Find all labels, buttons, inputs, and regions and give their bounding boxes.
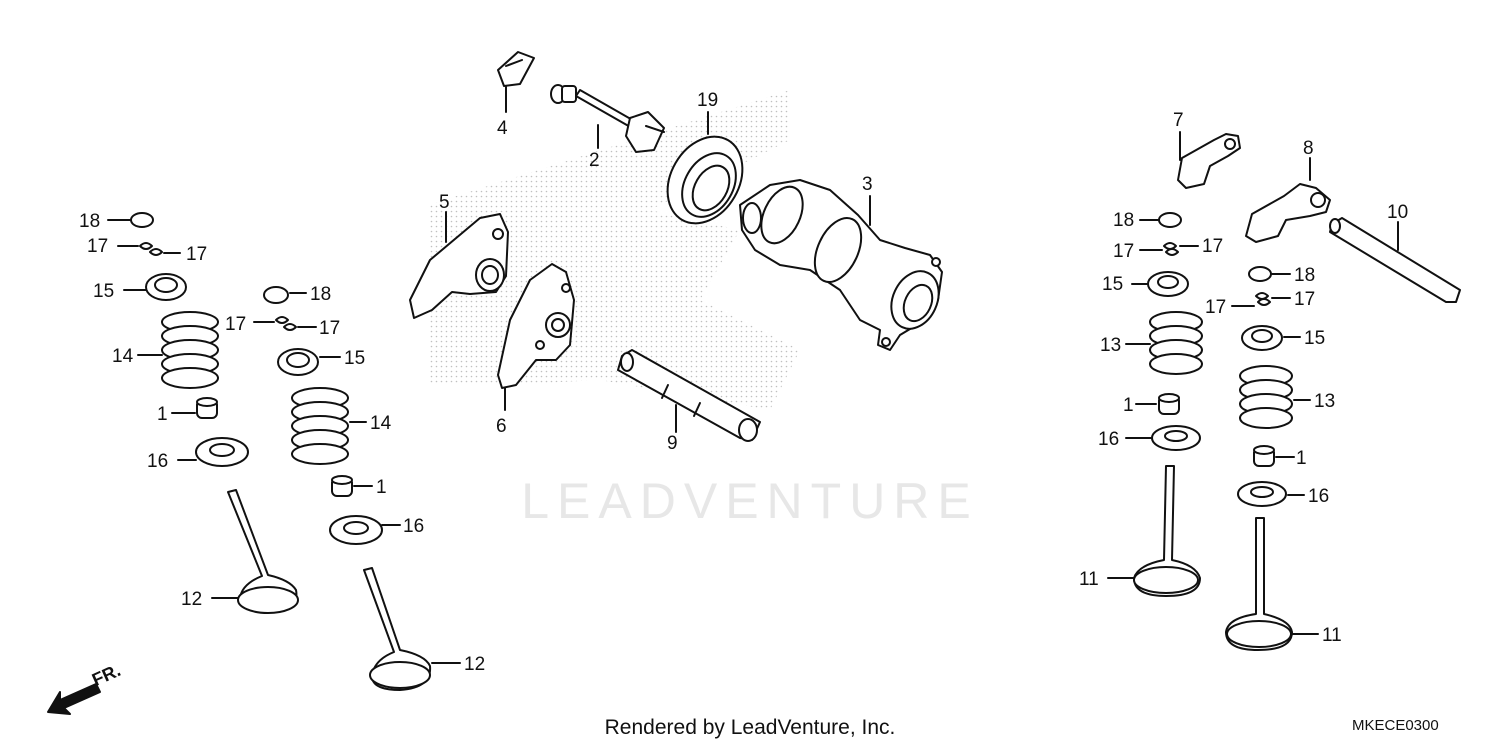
callout-3: 3 bbox=[862, 174, 873, 195]
part-16-seat-left-lower[interactable] bbox=[329, 515, 401, 545]
callout-17-left-upper-a: 17 bbox=[87, 236, 108, 257]
part-7-rocker-arm[interactable] bbox=[1177, 131, 1241, 189]
watermark: LEADVENTURE bbox=[521, 473, 979, 529]
callout-12-left-lower: 12 bbox=[464, 654, 485, 675]
callout-11-right-lower: 11 bbox=[1322, 625, 1342, 646]
part-1-seal-left-lower[interactable] bbox=[331, 475, 373, 497]
callout-15-right-upper: 15 bbox=[1102, 274, 1123, 295]
part-16-seat-right-upper[interactable] bbox=[1125, 425, 1201, 451]
callout-4: 4 bbox=[497, 118, 508, 139]
callout-14-left-lower: 14 bbox=[370, 413, 392, 434]
callout-8: 8 bbox=[1303, 138, 1314, 159]
callout-5: 5 bbox=[439, 192, 450, 213]
callout-17-right-lower-a: 17 bbox=[1205, 297, 1226, 318]
part-17-cotter-left-lower[interactable] bbox=[253, 316, 317, 331]
part-15-retainer-right-upper[interactable] bbox=[1131, 271, 1189, 297]
callout-17-right-upper-a: 17 bbox=[1113, 241, 1134, 262]
part-14-spring-left-lower[interactable] bbox=[291, 387, 367, 465]
callout-15-right-lower: 15 bbox=[1304, 328, 1325, 349]
part-14-spring-left-upper[interactable] bbox=[137, 311, 219, 389]
part-12-valve-left-lower[interactable] bbox=[363, 567, 461, 691]
part-1-seal-left-upper[interactable] bbox=[171, 397, 218, 419]
part-15-retainer-left-upper[interactable] bbox=[123, 273, 187, 301]
callout-12-left-upper: 12 bbox=[181, 589, 202, 610]
callout-16-right-upper: 16 bbox=[1098, 429, 1119, 450]
part-18-cap-right-lower[interactable] bbox=[1248, 266, 1291, 282]
callout-18-right-upper: 18 bbox=[1113, 210, 1134, 231]
callout-14-left-upper: 14 bbox=[112, 346, 134, 367]
callout-16-right-lower: 16 bbox=[1308, 486, 1329, 507]
rendered-by-footer: Rendered by LeadVenture, Inc. bbox=[604, 716, 896, 739]
callout-10: 10 bbox=[1387, 202, 1408, 223]
callout-2: 2 bbox=[589, 150, 600, 171]
part-16-seat-left-upper[interactable] bbox=[177, 437, 249, 467]
callout-18-left-lower: 18 bbox=[310, 284, 331, 305]
callout-13-right-upper: 13 bbox=[1100, 335, 1121, 356]
callout-6: 6 bbox=[496, 416, 507, 437]
callout-15-left-lower: 15 bbox=[344, 348, 365, 369]
part-4-pin[interactable] bbox=[497, 51, 535, 113]
callout-18-right-lower: 18 bbox=[1294, 265, 1315, 286]
front-direction-arrow bbox=[47, 683, 101, 715]
callout-16-left-lower: 16 bbox=[403, 516, 424, 537]
part-5-rocker-arm[interactable] bbox=[409, 211, 509, 319]
callout-1-right-upper: 1 bbox=[1123, 395, 1134, 416]
part-1-seal-right-upper[interactable] bbox=[1135, 393, 1180, 415]
part-15-retainer-left-lower[interactable] bbox=[277, 348, 341, 376]
callout-9: 9 bbox=[667, 433, 678, 454]
callout-17-left-lower-b: 17 bbox=[319, 318, 340, 339]
callout-17-left-upper-b: 17 bbox=[186, 244, 207, 265]
callout-17-left-lower-a: 17 bbox=[225, 314, 246, 335]
callout-1-left-upper: 1 bbox=[157, 404, 168, 425]
callout-1-left-lower: 1 bbox=[376, 477, 387, 498]
part-1-seal-right-lower[interactable] bbox=[1253, 445, 1295, 467]
part-15-retainer-right-lower[interactable] bbox=[1241, 325, 1301, 351]
part-6-rocker-arm[interactable] bbox=[497, 263, 575, 411]
callout-18-left-upper: 18 bbox=[79, 211, 100, 232]
part-12-valve-left-upper[interactable] bbox=[211, 489, 299, 614]
part-17-cotter-right-upper[interactable] bbox=[1139, 242, 1199, 256]
callout-7: 7 bbox=[1173, 110, 1184, 131]
diagram-id: MKECE0300 bbox=[1352, 717, 1439, 734]
part-11-valve-right-upper[interactable] bbox=[1107, 465, 1201, 597]
part-9-rocker-shaft[interactable] bbox=[617, 349, 761, 442]
part-13-spring-right-upper[interactable] bbox=[1125, 311, 1203, 375]
part-17-cotter-right-lower[interactable] bbox=[1231, 292, 1291, 307]
callout-13-right-lower: 13 bbox=[1314, 391, 1335, 412]
part-11-valve-right-lower[interactable] bbox=[1225, 517, 1319, 651]
callout-17-right-upper-b: 17 bbox=[1202, 236, 1223, 257]
part-2-bolt[interactable] bbox=[550, 84, 665, 153]
callout-16-left-upper: 16 bbox=[147, 451, 168, 472]
part-17-cotter-left-upper[interactable] bbox=[117, 242, 181, 256]
part-3-camshaft[interactable] bbox=[739, 179, 948, 351]
part-8-rocker-arm[interactable] bbox=[1245, 157, 1331, 243]
part-18-cap-left-upper[interactable] bbox=[107, 212, 154, 228]
callout-19: 19 bbox=[697, 90, 718, 111]
callout-15-left-upper: 15 bbox=[93, 281, 114, 302]
part-18-cap-left-lower[interactable] bbox=[263, 286, 307, 304]
callout-1-right-lower: 1 bbox=[1296, 448, 1307, 469]
part-10-rocker-shaft[interactable] bbox=[1329, 217, 1461, 303]
callout-labels: 4 2 19 3 5 6 9 18 17 17 15 14 1 16 12 18… bbox=[79, 90, 1408, 675]
part-13-spring-right-lower[interactable] bbox=[1239, 365, 1311, 429]
part-18-cap-right-upper[interactable] bbox=[1139, 212, 1182, 228]
part-16-seat-right-lower[interactable] bbox=[1237, 481, 1305, 507]
callout-11-right-upper: 11 bbox=[1079, 569, 1099, 590]
callout-17-right-lower-b: 17 bbox=[1294, 289, 1315, 310]
part-19-bearing[interactable] bbox=[653, 111, 758, 237]
